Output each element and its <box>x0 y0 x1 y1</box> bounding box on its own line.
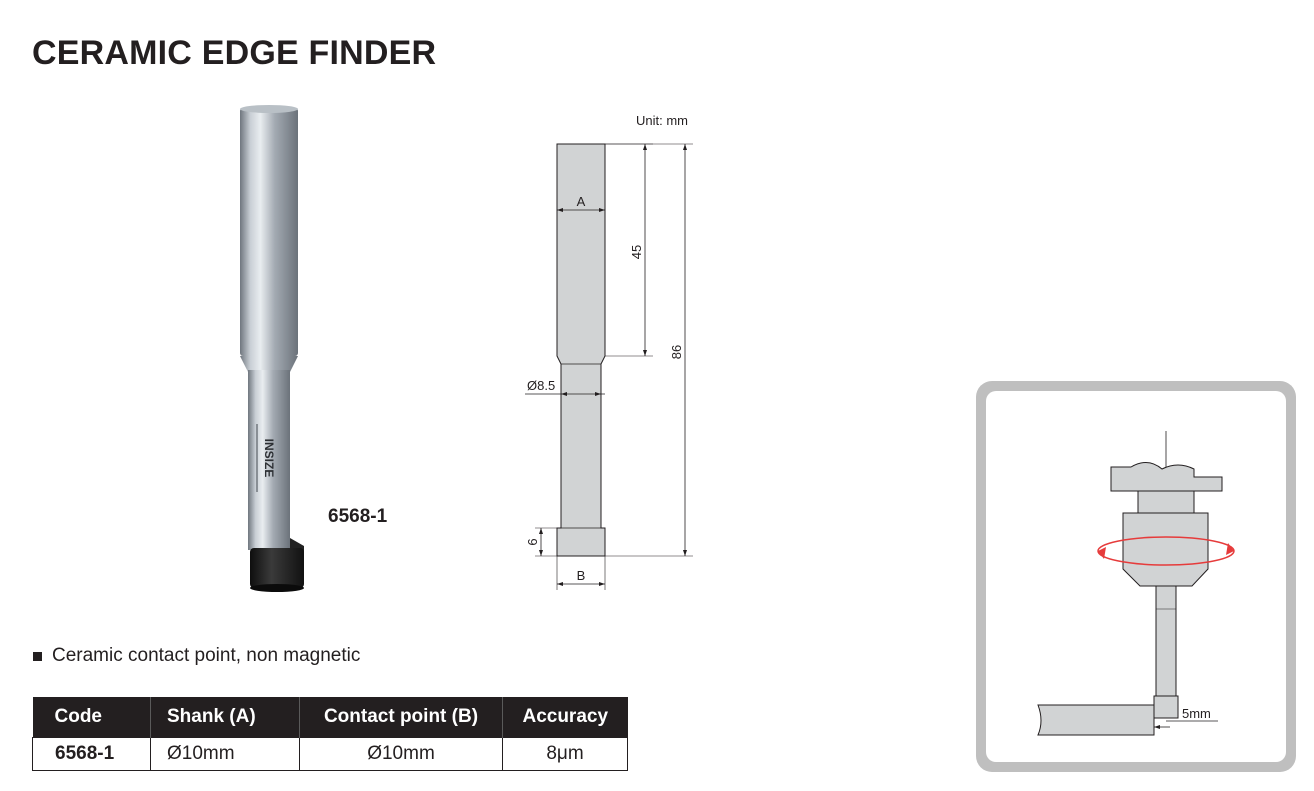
workpiece <box>1037 704 1155 736</box>
dim-86: 86 <box>669 345 684 359</box>
header-contact-point: Contact point (B) <box>299 697 503 738</box>
collet-chuck-icon <box>1122 512 1209 587</box>
model-label: 6568-1 <box>328 506 388 527</box>
dim-6: 6 <box>525 538 540 545</box>
table-row: 6568-1 Ø10mm Ø10mm 8μm <box>32 737 628 771</box>
usage-illustration: 5mm <box>976 381 1296 772</box>
spindle-icon <box>1110 462 1223 492</box>
cell-contact-point: Ø10mm <box>299 737 503 771</box>
cell-accuracy: 8μm <box>502 737 628 771</box>
unit-label: Unit: mm <box>636 113 688 128</box>
usage-panel: 5mm <box>986 391 1286 762</box>
product-photo: INSIZE <box>240 105 304 592</box>
bullet-icon <box>33 651 42 661</box>
finder-tip <box>1153 695 1179 719</box>
cell-shank: Ø10mm <box>150 737 300 771</box>
dimension-drawing: Unit: mm A 45 86 Ø8.5 6 B <box>525 113 693 590</box>
shank-body <box>240 108 298 356</box>
offset-label: 5mm <box>1182 706 1211 721</box>
tip-stem <box>248 370 290 550</box>
dim-45: 45 <box>629 245 644 259</box>
page-title: CERAMIC EDGE FINDER <box>32 34 437 72</box>
usage-diagram: 5mm <box>1037 431 1235 736</box>
label-b: B <box>577 568 586 583</box>
cell-code: 6568-1 <box>32 737 151 771</box>
brand-engraving: INSIZE <box>262 439 276 478</box>
ceramic-tip-icon <box>250 548 304 588</box>
table-header-row: Code Shank (A) Contact point (B) Accurac… <box>32 697 628 738</box>
header-accuracy: Accuracy <box>502 697 628 738</box>
finder-shank <box>1155 585 1177 697</box>
spec-table: Code Shank (A) Contact point (B) Accurac… <box>32 697 628 771</box>
feature-item: Ceramic contact point, non magnetic <box>33 645 360 667</box>
header-shank: Shank (A) <box>150 697 300 738</box>
label-a: A <box>577 194 586 209</box>
header-code: Code <box>32 697 151 738</box>
feature-text: Ceramic contact point, non magnetic <box>52 645 361 666</box>
dim-diameter: Ø8.5 <box>527 378 555 393</box>
